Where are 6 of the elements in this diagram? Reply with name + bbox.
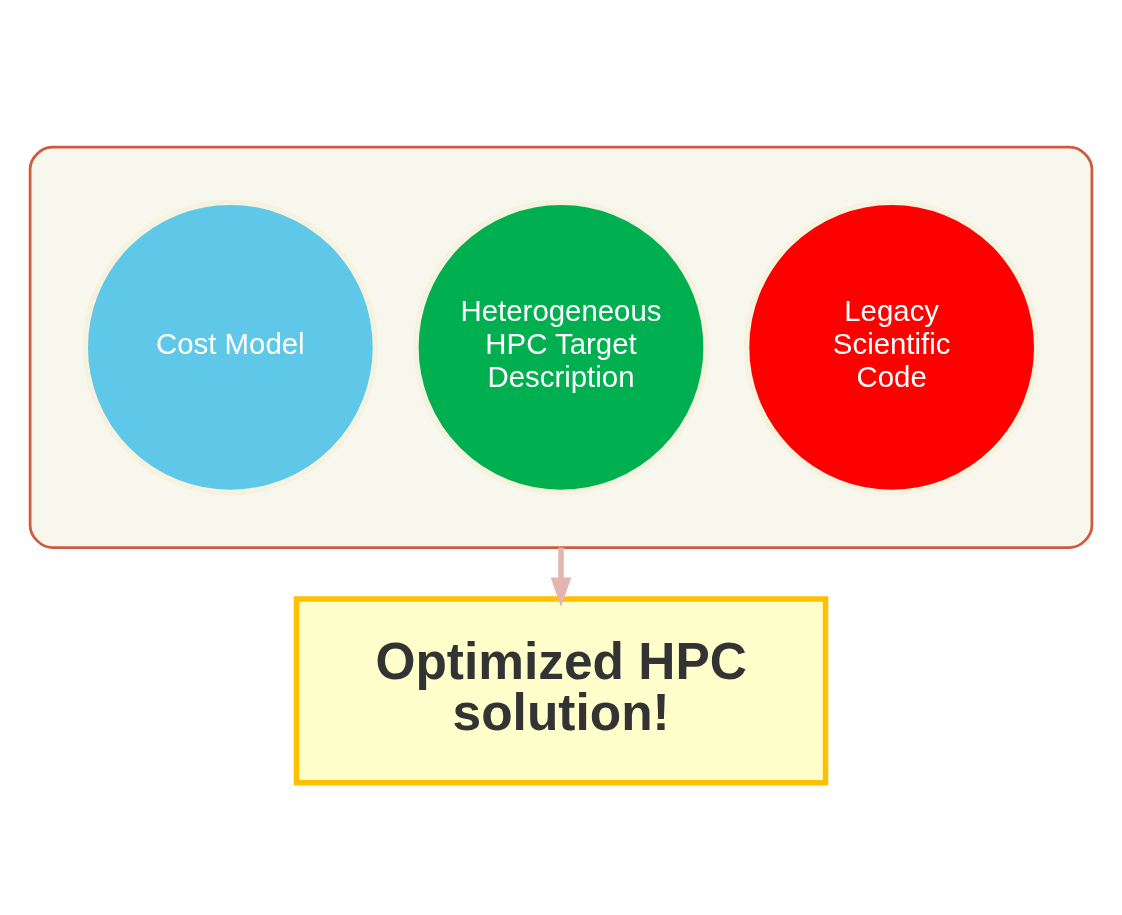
node-circle: Heterogeneous HPC Target Description xyxy=(413,199,709,496)
node-circle: Cost Model xyxy=(82,199,379,496)
cluster xyxy=(28,145,1094,549)
node-circle: Legacy Scientific Code xyxy=(743,199,1040,496)
arrow xyxy=(550,547,572,607)
node-box: Optimized HPC solution! xyxy=(293,596,829,786)
